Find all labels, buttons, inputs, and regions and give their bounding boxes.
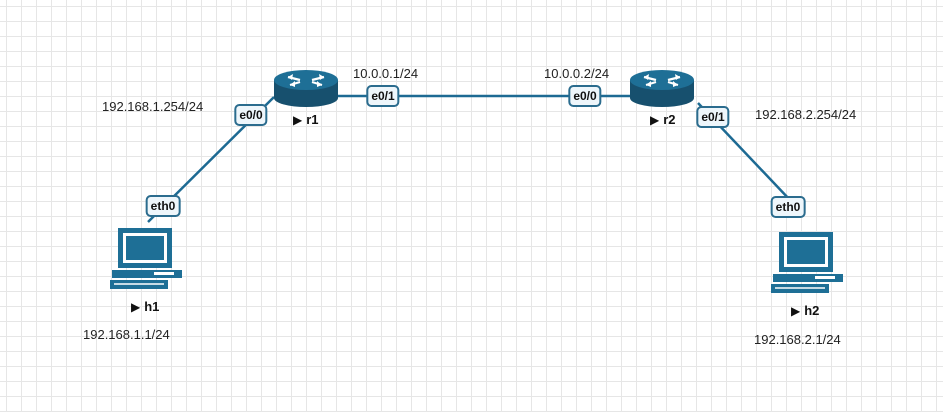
label-h2[interactable]: ▶h2 — [791, 303, 819, 318]
node-name-h1: h1 — [144, 299, 160, 314]
play-icon: ▶ — [293, 113, 303, 127]
interface-r2-e0-0[interactable]: e0/0 — [568, 85, 602, 107]
computer-icon — [771, 232, 843, 293]
host-h2[interactable] — [771, 232, 843, 293]
label-h1[interactable]: ▶h1 — [131, 299, 159, 314]
interface-r2-e0-1[interactable]: e0/1 — [696, 106, 730, 128]
interface-h1-eth0[interactable]: eth0 — [145, 195, 181, 217]
node-name-h2: h2 — [804, 303, 820, 318]
router-r2[interactable] — [630, 70, 694, 107]
ip-r2-e0-1: 192.168.2.254/24 — [755, 107, 857, 122]
router-icon — [274, 70, 338, 107]
play-icon: ▶ — [650, 113, 660, 127]
ip-r1-e0-1: 10.0.0.1/24 — [353, 66, 419, 81]
play-icon: ▶ — [791, 304, 801, 318]
node-name-r1: r1 — [306, 112, 319, 127]
label-r1[interactable]: ▶r1 — [293, 112, 319, 127]
ip-h2: 192.168.2.1/24 — [754, 332, 841, 347]
play-icon: ▶ — [131, 300, 141, 314]
host-h1[interactable] — [110, 228, 182, 289]
ip-h1: 192.168.1.1/24 — [83, 327, 170, 342]
computer-icon — [110, 228, 182, 289]
interface-r1-e0-1[interactable]: e0/1 — [366, 85, 400, 107]
ip-r2-e0-0: 10.0.0.2/24 — [544, 66, 610, 81]
node-name-r2: r2 — [663, 112, 676, 127]
ip-r1-e0-0: 192.168.1.254/24 — [102, 99, 204, 114]
interface-r1-e0-0[interactable]: e0/0 — [234, 104, 268, 126]
interface-h2-eth0[interactable]: eth0 — [770, 196, 806, 218]
label-r2[interactable]: ▶r2 — [650, 112, 676, 127]
router-icon — [630, 70, 694, 107]
router-r1[interactable] — [274, 70, 338, 107]
